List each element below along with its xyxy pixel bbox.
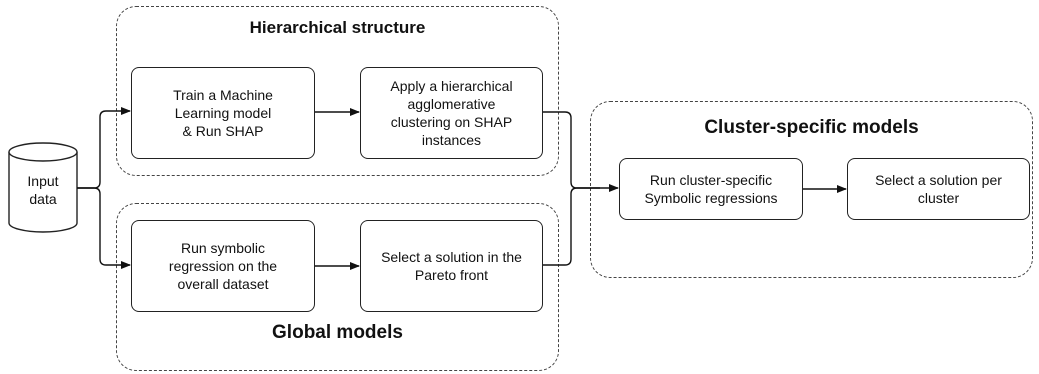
hierarchical-clustering-box: Apply a hierarchical agglomerative clust…: [360, 67, 543, 159]
global-models-group: [116, 203, 559, 371]
hierarchical-structure-group: [116, 6, 559, 176]
input-data-label: Input data: [27, 173, 59, 207]
cluster-specific-regressions-box: Run cluster-specific Symbolic regression…: [619, 158, 803, 220]
pareto-front-selection-box: Select a solution in the Pareto front: [360, 220, 543, 312]
arrow-clustering-to-cluster-run: [543, 111, 619, 192]
cluster-solution-selection-box: Select a solution per cluster: [847, 158, 1030, 220]
input-data-cylinder: [8, 142, 78, 233]
train-ml-shap-box: Train a Machine Learning model & Run SHA…: [131, 67, 315, 159]
connector-pareto-to-cluster-run: [543, 187, 600, 266]
global-models-title: Global models: [272, 322, 403, 343]
cluster-specific-models-title: Cluster-specific models: [704, 117, 919, 138]
arrow-input-to-train: [77, 107, 131, 189]
arrow-input-to-symbolic: [77, 187, 131, 269]
symbolic-regression-box: Run symbolic regression on the overall d…: [131, 220, 315, 312]
hierarchical-structure-title: Hierarchical structure: [249, 18, 426, 37]
cluster-specific-models-group: [590, 101, 1033, 278]
